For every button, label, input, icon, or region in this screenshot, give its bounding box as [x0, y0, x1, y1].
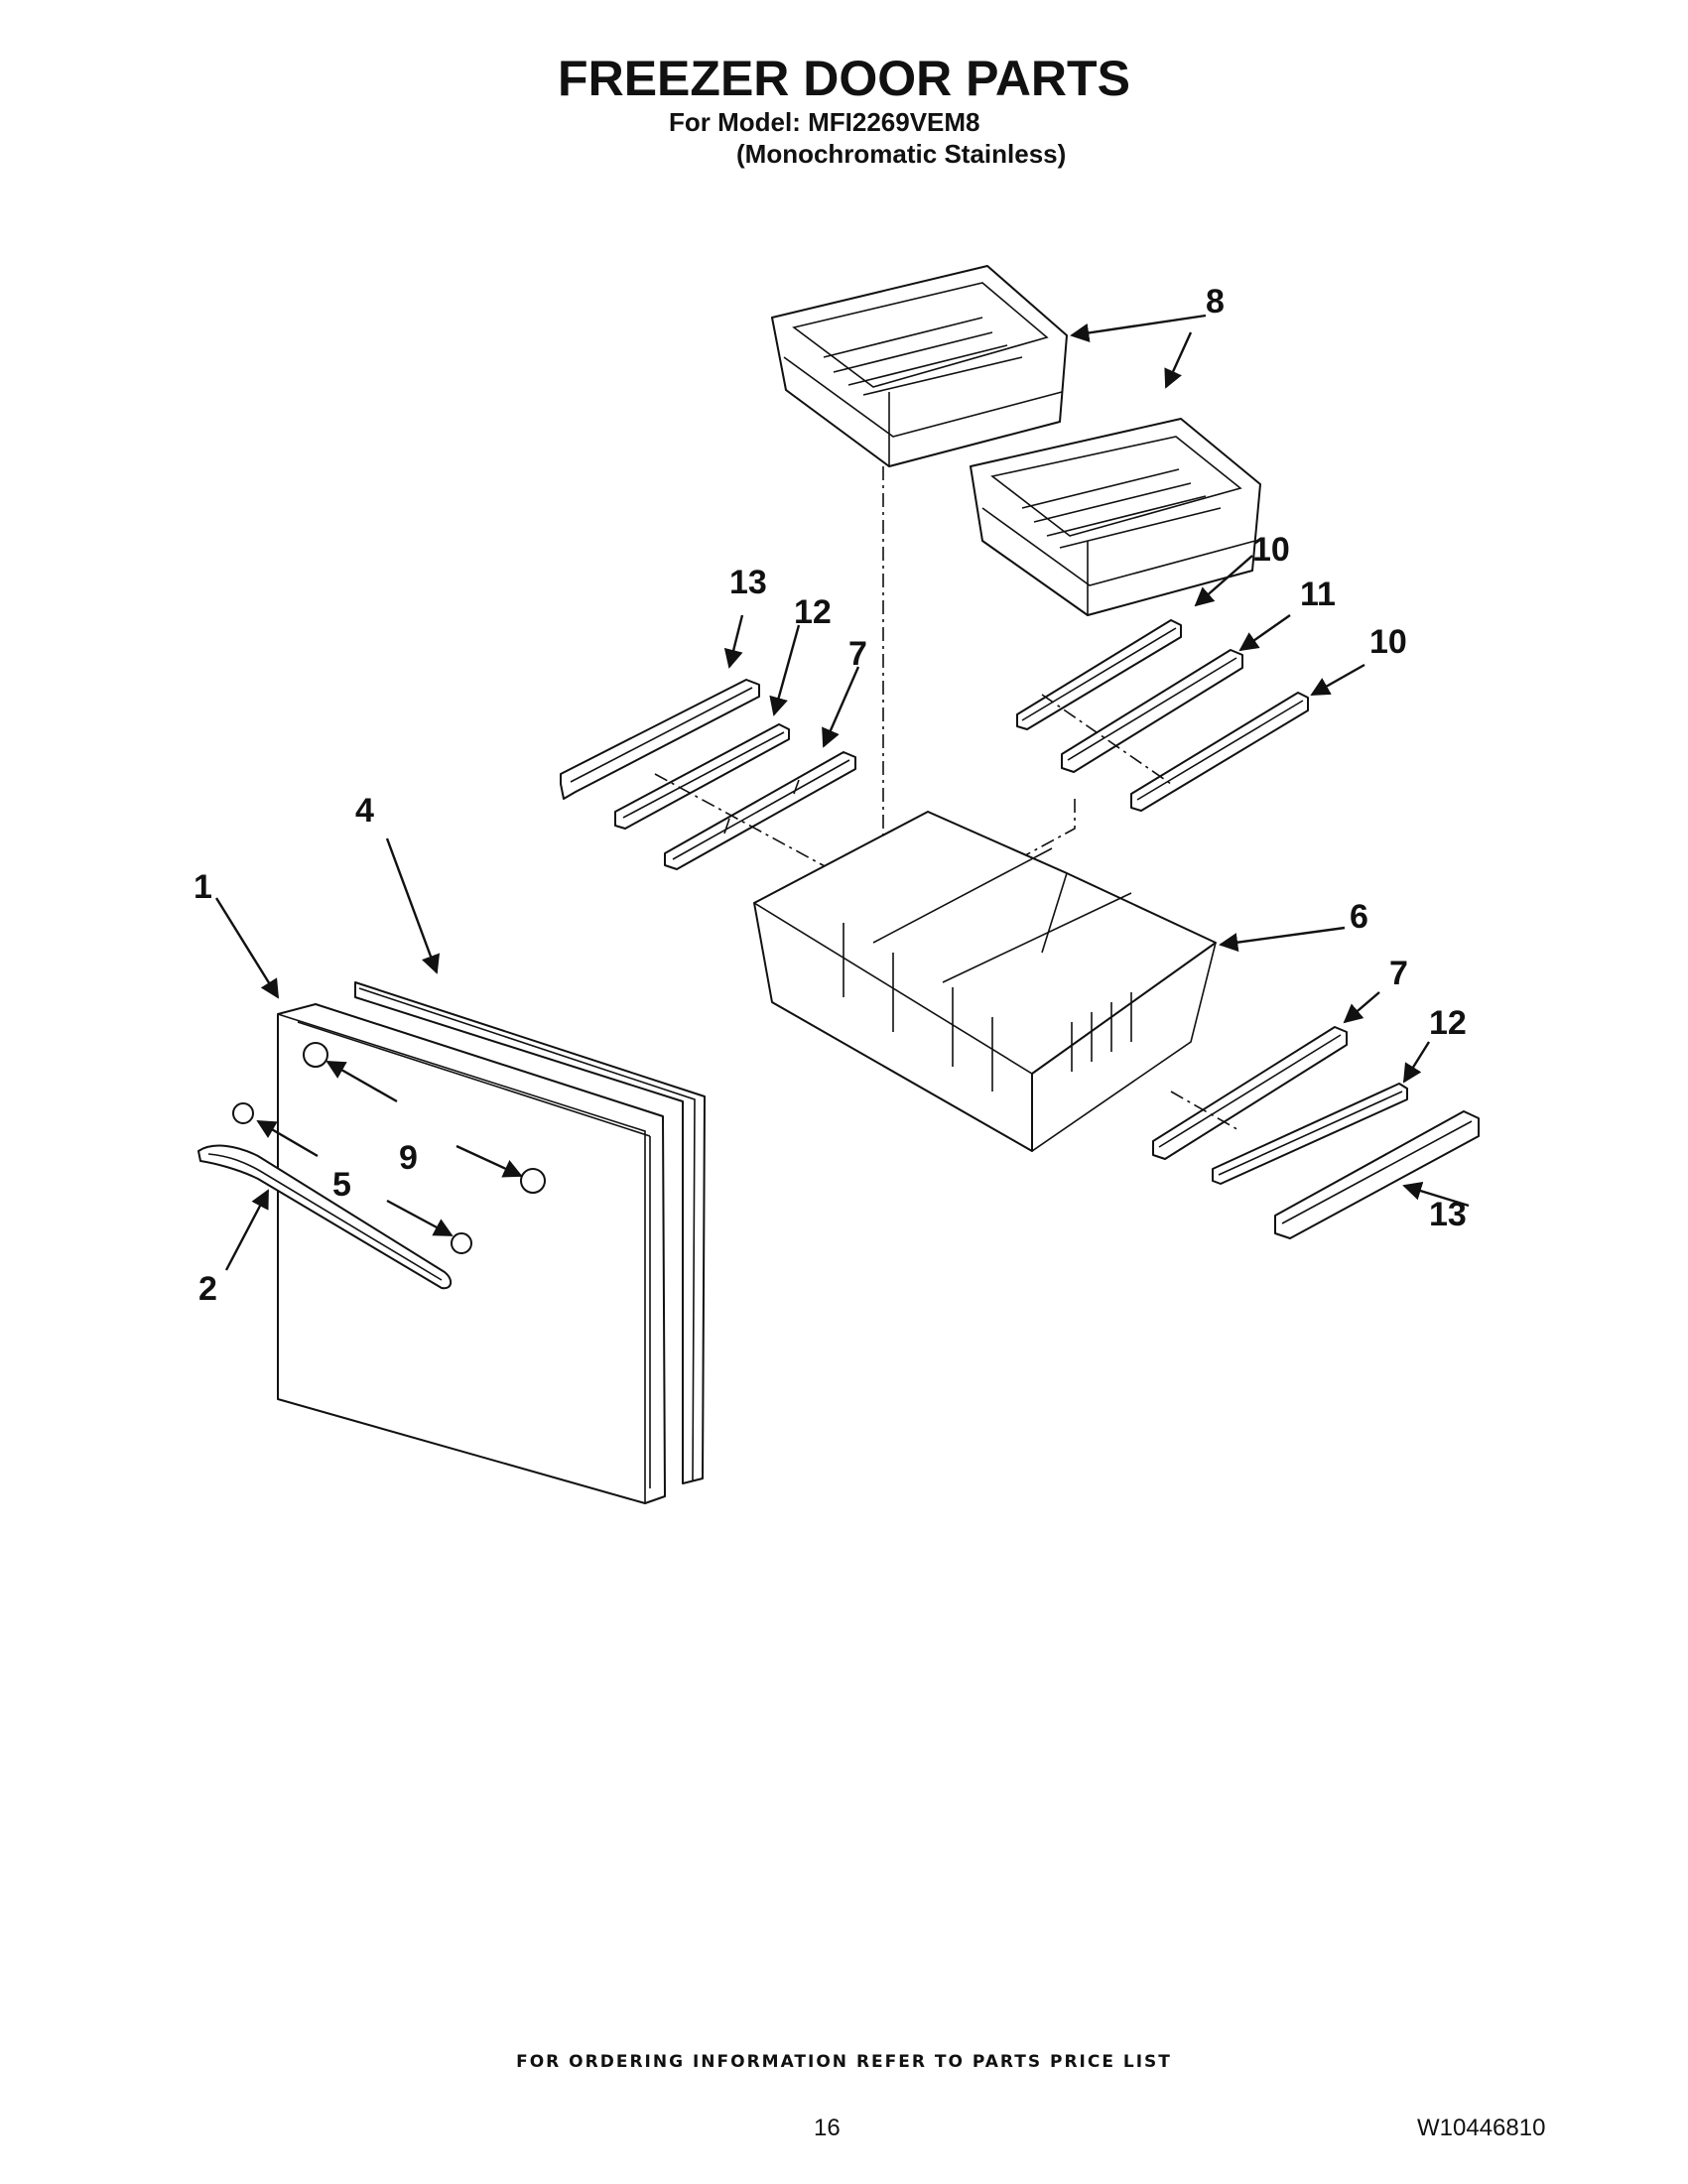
freezer-door-1	[277, 1003, 666, 1504]
door-handle-2	[197, 1144, 453, 1290]
callout-6: 6	[1350, 898, 1368, 936]
callout-11: 11	[1300, 576, 1336, 613]
upper-basket-2	[970, 418, 1261, 616]
lower-rail-7	[1152, 1026, 1348, 1160]
callout-10-upper: 10	[1252, 531, 1290, 569]
upper-basket-1	[771, 265, 1068, 467]
callout-4: 4	[355, 792, 374, 830]
handle-mounts-9	[303, 1042, 546, 1194]
callout-12-upper: 12	[794, 593, 832, 631]
handle-screws-5	[232, 1102, 472, 1254]
callout-5: 5	[332, 1166, 351, 1204]
page-number: 16	[814, 2115, 841, 2141]
callout-9: 9	[399, 1139, 418, 1177]
page-title: FREEZER DOOR PARTS	[558, 51, 1130, 106]
freezer-bin-6	[753, 811, 1217, 1152]
callout-10-lower: 10	[1369, 623, 1407, 661]
rail-10-lower	[1130, 692, 1309, 812]
callout-7-lower: 7	[1389, 955, 1408, 992]
left-rail-12	[614, 723, 790, 830]
rail-11	[1061, 649, 1243, 773]
callout-1: 1	[194, 868, 212, 906]
left-rail-7	[664, 751, 856, 870]
leader-lines	[214, 314, 1470, 1271]
lower-rail-12	[1212, 1083, 1408, 1185]
rail-10-upper	[1016, 619, 1182, 730]
callout-13-lower: 13	[1429, 1196, 1467, 1233]
callout-7-upper: 7	[848, 635, 867, 673]
document-number: W10446810	[1417, 2115, 1546, 2141]
callout-12-lower: 12	[1429, 1004, 1467, 1042]
model-line: For Model: MFI2269VEM8	[669, 107, 980, 137]
callout-8: 8	[1206, 283, 1225, 321]
rail-alignment-lower	[1170, 1091, 1241, 1132]
finish-line: (Monochromatic Stainless)	[736, 139, 1067, 169]
callout-13-upper: 13	[729, 564, 767, 601]
callout-2: 2	[198, 1270, 217, 1308]
lower-rail-13	[1274, 1110, 1480, 1239]
left-rail-cover-13	[560, 679, 760, 800]
door-gasket-4	[354, 981, 706, 1484]
ordering-note: FOR ORDERING INFORMATION REFER TO PARTS …	[516, 2052, 1172, 2072]
